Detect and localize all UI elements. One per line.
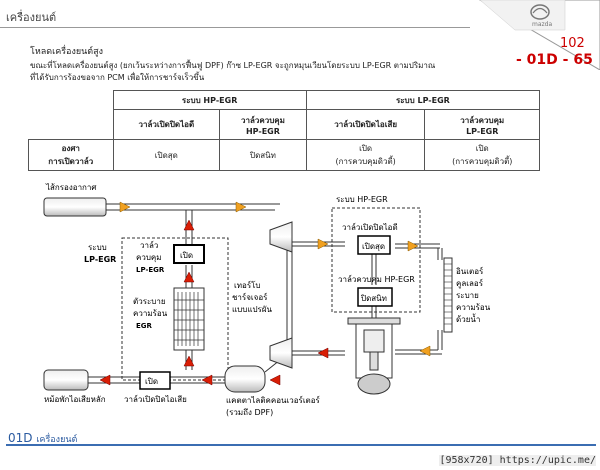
intro-line-2: ที่ได้รับการร้องขอจาก PCM เพื่อให้การชาร…: [30, 73, 205, 82]
cooler-label-2: ความร้อน: [133, 309, 168, 318]
table-col-2-l1: วาล์วควบคุม: [240, 115, 285, 125]
egr-cooler-shape: [173, 287, 205, 351]
table-group-lp: ระบบ LP-EGR: [305, 90, 541, 110]
hp-egr-box: [331, 207, 421, 313]
air-filter-shape: [43, 197, 107, 217]
section-title: โหลดเครื่องยนต์สูง: [30, 47, 104, 57]
lp-egr-box: [121, 237, 229, 381]
table-group-hp: ระบบ HP-EGR: [112, 90, 307, 110]
hp-system-label: ระบบ HP-EGR: [336, 195, 388, 204]
lp-valve-state: เปิด: [180, 251, 193, 260]
intercooler-label-4: ความร้อน: [456, 303, 491, 312]
muffler-label: หม้อพักไอเสียหลัก: [44, 395, 106, 404]
table-col-1: วาล์วเปิดปิดไอดี: [112, 109, 221, 140]
muffler-shape: [43, 369, 89, 391]
footer-label: 01D เครื่องยนต์: [8, 431, 77, 446]
header-title: เครื่องยนต์: [6, 11, 57, 24]
footer-section: เครื่องยนต์: [36, 435, 78, 445]
catalytic-label-2: (รวมถึง DPF): [226, 408, 273, 417]
lp-valve-box: [173, 244, 205, 264]
intake-valve-box: [357, 235, 391, 255]
table-row-label: องศาการเปิดวาล์ว: [28, 139, 114, 171]
intercooler-label-1: อินเตอร์: [456, 266, 484, 276]
mazda-logo: mazda: [470, 0, 600, 71]
catalytic-shape: [224, 365, 266, 393]
lp-system-label-2: LP-EGR: [84, 255, 116, 264]
intercooler-label-3: ระบาย: [456, 291, 479, 300]
engine-block-shape: [347, 317, 401, 395]
lp-valve-label-2: ควบคุม: [136, 253, 162, 262]
table-cell-4-l2: (การควบคุมดิวตี้): [452, 157, 513, 166]
intercooler-shape: [443, 257, 453, 333]
egr-flow-diagram: ไส้กรองอากาศ ระบบ LP-EGR เปิด: [43, 183, 491, 417]
table-corner-2: [28, 109, 114, 140]
hp-valve-label: วาล์วควบคุม HP-EGR: [338, 274, 415, 284]
intake-flow-arrows: [119, 201, 431, 357]
table-col-4-l2: LP-EGR: [466, 126, 499, 136]
intake-valve-state: เปิดสุด: [362, 242, 385, 251]
exhaust-valve-label: วาล์วเปิดปิดไอเสีย: [124, 394, 187, 404]
intro-text: ขณะที่โหลดเครื่องยนต์สูง (ยกเว้นระหว่างก…: [30, 60, 470, 84]
table-col-3: วาล์วเปิดปิดไอเสีย: [305, 109, 426, 140]
table-row-label-l2: การเปิดวาล์ว: [48, 157, 94, 166]
table-row-label-l1: องศา: [61, 144, 80, 153]
footer-divider: [6, 444, 596, 446]
valve-state-table: ระบบ HP-EGR ระบบ LP-EGR วาล์วเปิดปิดไอดี…: [28, 90, 541, 171]
table-col-4-l1: วาล์วควบคุม: [460, 115, 505, 125]
page-number: 102: [560, 36, 585, 51]
exhaust-flow-arrows: [99, 219, 329, 386]
lp-system-label-1: ระบบ: [88, 243, 107, 252]
turbo-compressor-shape: [269, 221, 293, 253]
lp-valve-label-1: วาล์ว: [140, 240, 158, 250]
logo-text: mazda: [532, 21, 552, 28]
turbo-label-1: เทอร์โบ: [234, 280, 260, 290]
catalytic-label-1: แคตตาไลติคคอนเวอร์เตอร์: [226, 395, 321, 405]
intake-valve-label: วาล์วเปิดปิดไอดี: [342, 222, 398, 232]
cooler-label-3: EGR: [136, 322, 153, 330]
lp-valve-label-3: LP-EGR: [136, 266, 165, 274]
hp-valve-box: [357, 287, 393, 307]
table-cell-3-l1: เปิด: [359, 144, 373, 153]
logo-badge-icon: mazda: [479, 0, 600, 71]
table-corner: [28, 90, 114, 110]
exhaust-valve-state: เปิด: [145, 377, 158, 386]
table-col-2-l2: HP-EGR: [245, 126, 280, 136]
header-divider: [0, 27, 470, 28]
intercooler-label-2: คูลเลอร์: [456, 278, 484, 289]
intro-line-1: ขณะที่โหลดเครื่องยนต์สูง (ยกเว้นระหว่างก…: [30, 61, 436, 70]
turbo-label-2: ชาร์จเจอร์: [232, 292, 268, 302]
turbo-turbine-shape: [269, 337, 293, 369]
table-cell-3: เปิด (การควบคุมดิวตี้): [305, 139, 426, 171]
intercooler-label-5: ด้วยน้ำ: [456, 313, 480, 324]
table-cell-2: ปิดสนิท: [219, 139, 307, 171]
turbo-label-3: แบบแปรผัน: [232, 305, 273, 314]
page-code: - 01D - 65: [516, 52, 593, 68]
table-cell-3-l2: (การควบคุมดิวตี้): [335, 157, 396, 166]
table-cell-1: เปิดสุด: [112, 139, 221, 171]
exhaust-valve-box: [139, 371, 171, 390]
table-cell-4: เปิด (การควบคุมดิวตี้): [424, 139, 540, 171]
watermark: [958x720] https://upic.me/: [439, 455, 596, 466]
air-filter-label: ไส้กรองอากาศ: [45, 183, 96, 192]
hp-valve-state: ปิดสนิท: [360, 294, 387, 303]
table-cell-4-l1: เปิด: [475, 144, 489, 153]
cooler-label-1: ตัวระบาย: [133, 297, 166, 306]
footer-code: 01D: [8, 431, 33, 445]
